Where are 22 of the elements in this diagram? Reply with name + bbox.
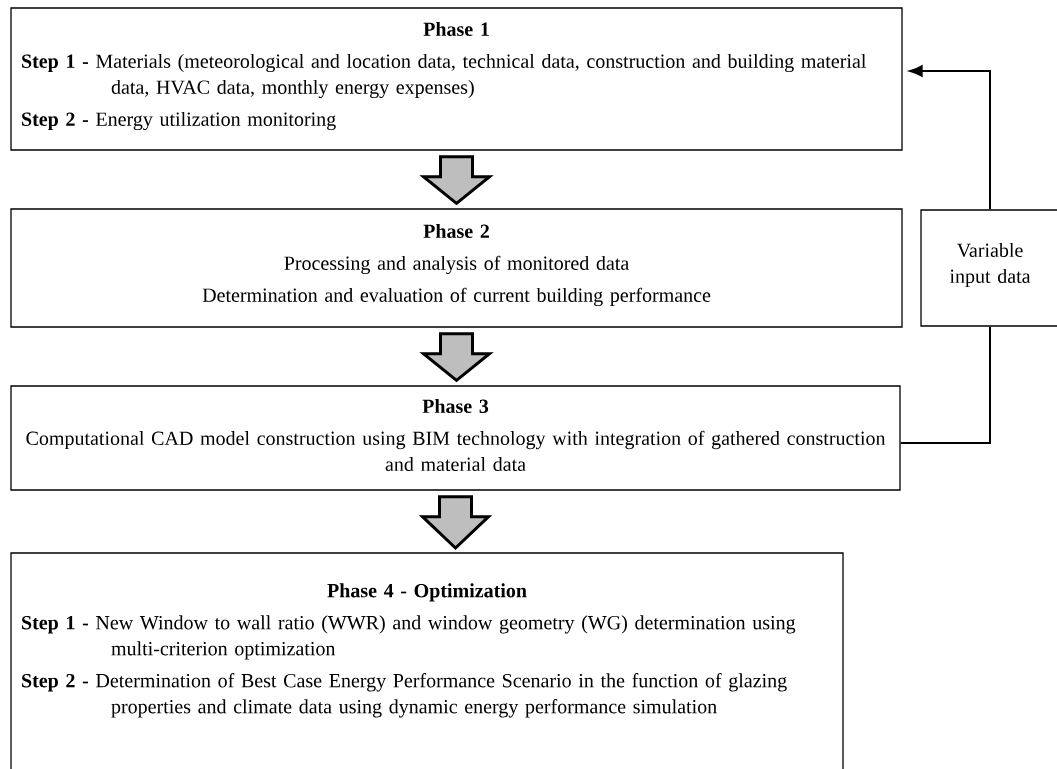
input-box bbox=[920, 209, 1057, 327]
phase-box bbox=[10, 552, 844, 769]
phase-box bbox=[10, 208, 903, 328]
feedback-arrow bbox=[909, 65, 991, 211]
phase-heading: Phase 1 bbox=[423, 21, 489, 36]
description-text: Determination and evaluation of current building performance bbox=[202, 287, 711, 307]
description-text: Computational CAD model construction using BIM technology with integration of gathered construction and material data bbox=[26, 430, 886, 472]
description-text: Processing and analysis of monitored data bbox=[284, 255, 629, 275]
phase-heading: Phase 4 - Optimization bbox=[327, 583, 527, 602]
phase-heading: Phase 2 bbox=[423, 223, 489, 238]
connector-line bbox=[899, 325, 991, 444]
block-arrow bbox=[419, 155, 494, 206]
block-arrow bbox=[419, 332, 494, 383]
phase-box bbox=[10, 385, 901, 491]
step-text: Step 2 - Determination of Best Case Energy Performance Scenario in the function of glazing properties and climate data using dynamic energy performance simulation bbox=[22, 673, 787, 718]
phase-box bbox=[10, 7, 903, 151]
step-text: Step 2 - Energy utilization monitoring bbox=[22, 111, 336, 131]
step-text: Step 1 - Materials (meteorological and location data, technical data, construction and building material data, HVAC data, monthly energy expenses) bbox=[22, 53, 866, 99]
phase-heading: Phase 3 bbox=[422, 398, 489, 414]
block-arrow bbox=[418, 495, 493, 551]
description-text: Variable input data bbox=[949, 242, 1031, 288]
step-text: Step 1 - New Window to wall ratio (WWR) and window geometry (WG) determination using multi-criterion optimization bbox=[22, 615, 796, 660]
